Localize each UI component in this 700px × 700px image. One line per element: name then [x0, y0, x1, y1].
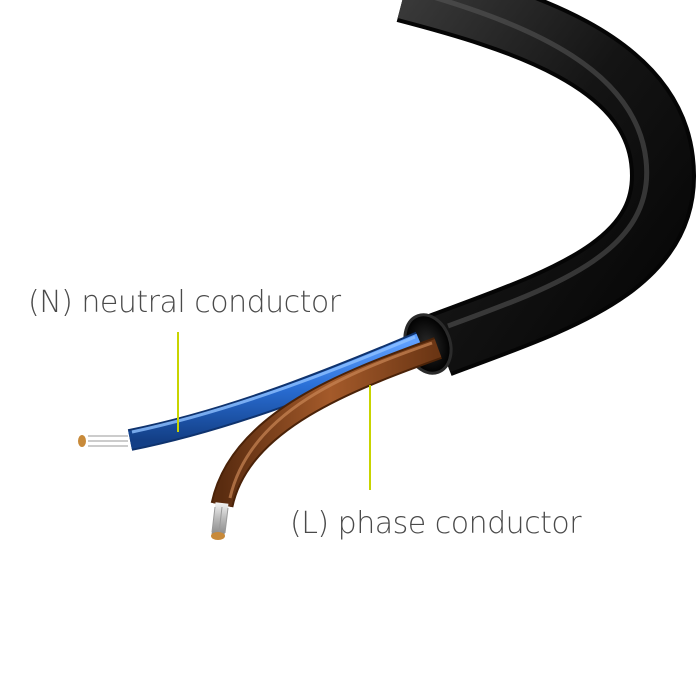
neutral-conductor — [78, 331, 425, 451]
phase-conductor-label: (L) phase conductor — [290, 506, 582, 541]
cable-jacket — [396, 0, 696, 376]
neutral-conductor-label: (N) neutral conductor — [28, 285, 341, 320]
phase-conductor — [210, 337, 442, 540]
